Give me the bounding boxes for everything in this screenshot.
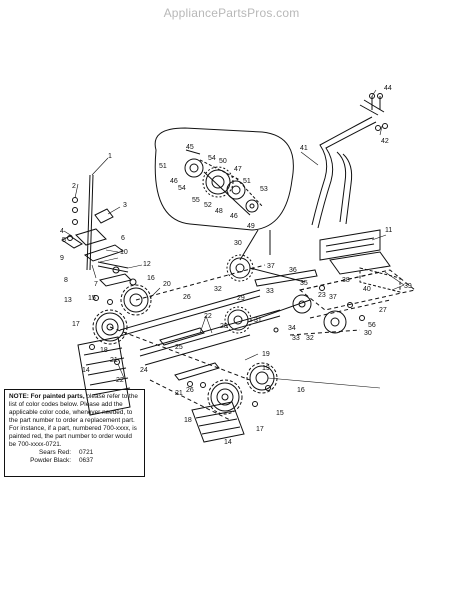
- callout-17-left: 17: [72, 321, 80, 328]
- callout-22-right: 22: [204, 313, 212, 320]
- handle-assembly: [311, 93, 388, 229]
- callout-23: 23: [318, 292, 326, 299]
- callout-38: 38: [342, 277, 350, 284]
- color-code-row: Powder Black: 0637: [9, 457, 140, 465]
- callout-49: 49: [247, 223, 255, 230]
- callout-30-top: 30: [234, 240, 242, 247]
- callout-40: 40: [363, 286, 371, 293]
- callout-19-a: 19: [262, 351, 270, 358]
- color-code-row: Sears Red: 0721: [9, 449, 140, 457]
- callout-39: 39: [404, 283, 412, 290]
- callout-5: 5: [62, 237, 66, 244]
- callout-46-left: 46: [170, 178, 178, 185]
- color-code: 0637: [79, 457, 94, 464]
- callout-16-right: 16: [297, 387, 305, 394]
- note-heading: NOTE: For painted parts,: [9, 393, 85, 400]
- color-code: 0721: [79, 449, 94, 456]
- right-housing: [298, 229, 417, 311]
- callout-33-a: 33: [266, 288, 274, 295]
- callout-26-bottom: 26: [186, 387, 194, 394]
- callout-13: 13: [64, 297, 72, 304]
- callout-29: 29: [237, 295, 245, 302]
- callout-36: 36: [289, 267, 297, 274]
- callout-48: 48: [215, 208, 223, 215]
- callout-14-right: 14: [224, 439, 232, 446]
- left-sprocket: [92, 284, 152, 345]
- callout-30-right: 30: [364, 330, 372, 337]
- callout-33-b: 33: [292, 335, 300, 342]
- callout-41: 41: [300, 145, 308, 152]
- right-sprocket: [207, 362, 278, 415]
- callout-15-right: 15: [276, 410, 284, 417]
- leader-lines: [63, 89, 405, 389]
- note-text: please refer to the list of color codes …: [9, 393, 138, 448]
- callout-1: 1: [108, 153, 112, 160]
- callout-labels: 1 2 3 4 5 6 7 8 9 10 11 12 13 14 14 15 1…: [60, 85, 412, 446]
- callout-44: 44: [384, 85, 392, 92]
- callout-2: 2: [72, 183, 76, 190]
- callout-18-left: 18: [100, 347, 108, 354]
- callout-37-b: 37: [329, 294, 337, 301]
- callout-3: 3: [123, 202, 127, 209]
- callout-52: 52: [204, 202, 212, 209]
- callout-11: 11: [385, 227, 392, 234]
- callout-21-left: 21: [110, 357, 118, 364]
- callout-26-top: 26: [183, 294, 191, 301]
- callout-32-right: 32: [306, 335, 314, 342]
- callout-24: 24: [140, 367, 148, 374]
- callout-9: 9: [60, 255, 64, 262]
- callout-54-b: 54: [178, 185, 186, 192]
- callout-42: 42: [381, 138, 389, 145]
- painted-parts-note: NOTE: For painted parts, please refer to…: [4, 389, 145, 477]
- callout-12: 12: [143, 261, 151, 268]
- axle-frame: [109, 264, 281, 421]
- callout-45: 45: [186, 144, 194, 151]
- callout-21-right: 21: [175, 390, 183, 397]
- callout-6: 6: [121, 235, 125, 242]
- callout-4: 4: [60, 228, 64, 235]
- callout-51-left: 51: [159, 163, 167, 170]
- callout-16-left: 16: [147, 275, 155, 282]
- callout-20: 20: [163, 281, 171, 288]
- callout-54-a: 54: [208, 155, 216, 162]
- color-name: Powder Black:: [30, 457, 71, 464]
- callout-46-right: 46: [230, 213, 238, 220]
- callout-22-left: 22: [116, 377, 124, 384]
- callout-8: 8: [64, 277, 68, 284]
- callout-7: 7: [94, 281, 98, 288]
- callout-35: 35: [300, 280, 308, 287]
- callout-19-b: 19: [262, 365, 270, 372]
- callout-28: 28: [220, 323, 228, 330]
- callout-47: 47: [234, 166, 242, 173]
- color-name: Sears Red:: [39, 449, 71, 456]
- callout-37-a: 37: [267, 263, 275, 270]
- callout-56: 56: [368, 322, 376, 329]
- callout-32-left: 32: [214, 286, 222, 293]
- drive-gear-assembly: [224, 254, 391, 336]
- note-body: NOTE: For painted parts, please refer to…: [9, 393, 140, 449]
- callout-51-right: 51: [243, 178, 251, 185]
- right-track: [191, 401, 245, 443]
- shift-lever-assembly: [61, 174, 137, 287]
- callout-15-left: 15: [88, 295, 96, 302]
- callout-55: 55: [192, 197, 200, 204]
- callout-34: 34: [288, 325, 296, 332]
- callout-25: 25: [175, 344, 183, 351]
- detail-inset: [154, 127, 294, 261]
- callout-17-right: 17: [256, 426, 264, 433]
- callout-53: 53: [260, 186, 268, 193]
- callout-31: 31: [254, 317, 262, 324]
- callout-10: 10: [120, 249, 128, 256]
- hardware: [89, 285, 365, 407]
- callout-27: 27: [379, 307, 387, 314]
- callout-14-left: 14: [82, 367, 90, 374]
- callout-18-right: 18: [184, 417, 192, 424]
- callout-50: 50: [219, 158, 227, 165]
- watermark: AppliancePartsPros.com: [163, 6, 300, 20]
